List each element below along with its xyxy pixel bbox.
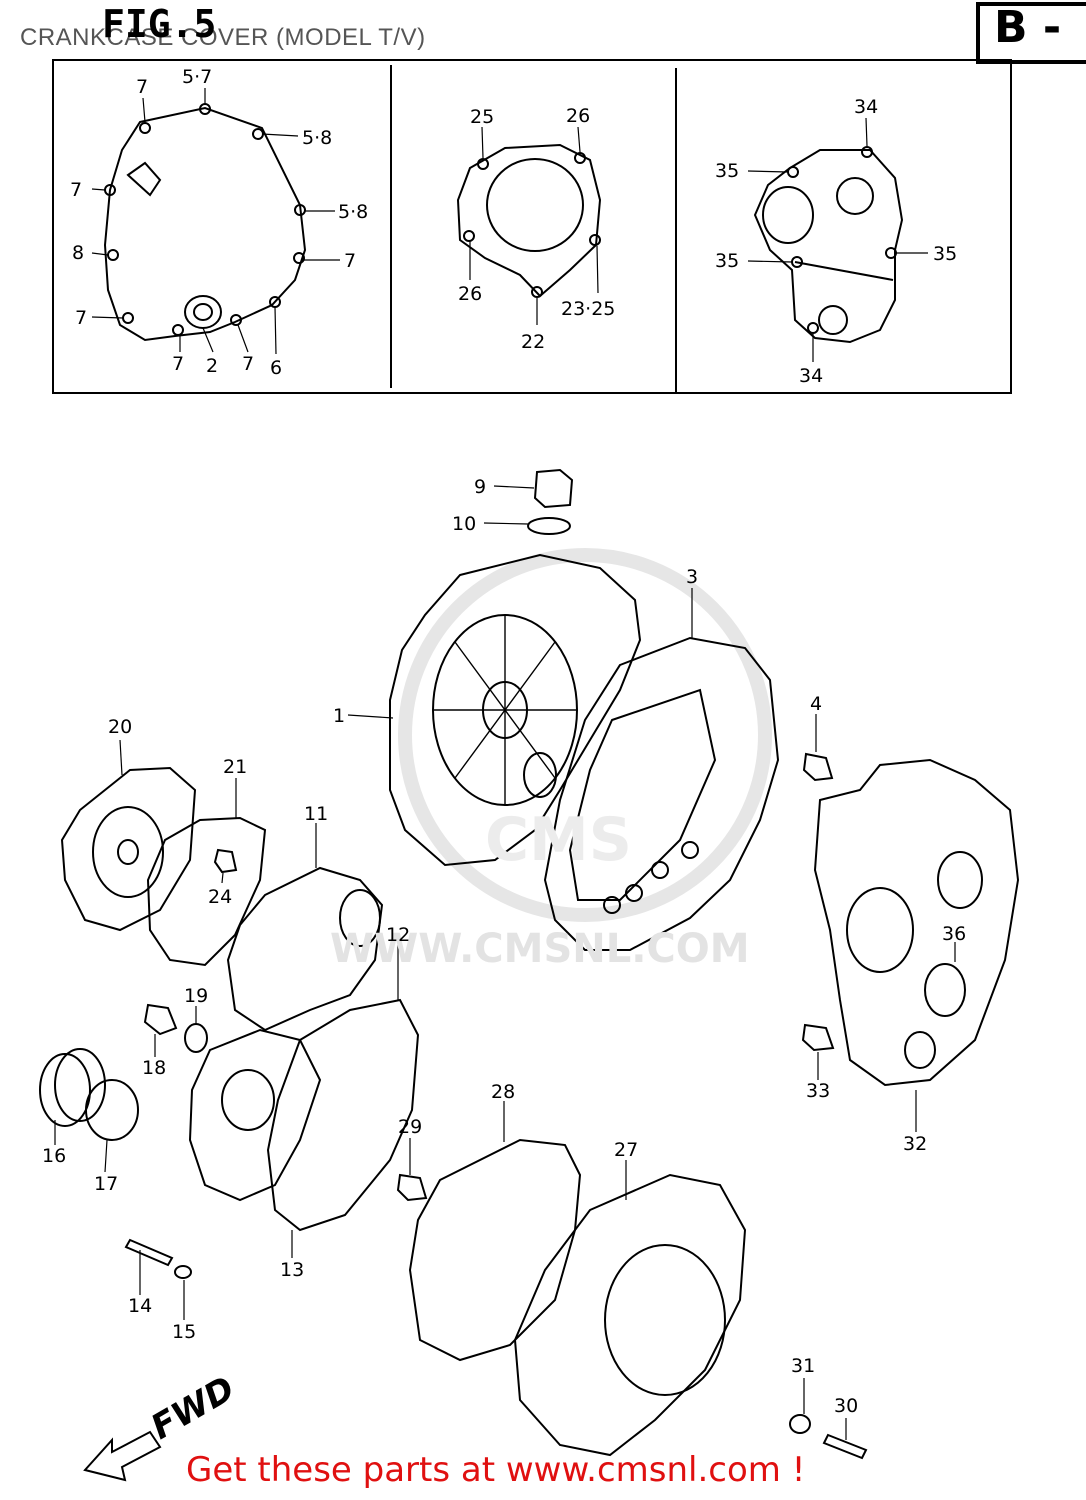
callout: 29 xyxy=(398,1116,422,1138)
part-ring-17 xyxy=(85,1079,139,1141)
part-cap xyxy=(39,1053,91,1127)
part-right-cover xyxy=(813,758,1020,1087)
fwd-label: FWD xyxy=(145,1369,242,1448)
callout: 10 xyxy=(452,513,476,535)
callout: 23·25 xyxy=(561,298,615,320)
callout: 34 xyxy=(854,96,878,118)
callout: 28 xyxy=(491,1081,515,1103)
watermark-logo xyxy=(398,548,772,922)
callout: 11 xyxy=(304,803,328,825)
part-dowel-4 xyxy=(802,752,834,782)
watermark-logo-text: CMS xyxy=(485,805,632,875)
callout: 24 xyxy=(208,886,232,908)
callout: 34 xyxy=(799,365,823,387)
callout: 7 xyxy=(70,179,82,201)
callout: 12 xyxy=(386,924,410,946)
callout: 7 xyxy=(172,353,184,375)
callout: 14 xyxy=(128,1295,152,1317)
part-washer-31 xyxy=(789,1414,811,1434)
callout: 31 xyxy=(791,1355,815,1377)
part-clutch-cover xyxy=(389,553,642,867)
callout: 2 xyxy=(206,355,218,377)
page-title: CRANKCASE COVER (MODEL T/V) xyxy=(20,24,426,51)
inset-right-callouts: 34 35 35 35 34 xyxy=(715,96,957,387)
watermark-text: WWW.CMSNL.COM xyxy=(330,926,750,972)
part-bolt-14 xyxy=(124,1238,174,1267)
callout: 26 xyxy=(458,283,482,305)
part-housing xyxy=(188,1028,322,1202)
callout: 35 xyxy=(715,160,739,182)
callout: 21 xyxy=(223,756,247,778)
callout: 15 xyxy=(172,1321,196,1343)
callout: 20 xyxy=(108,716,132,738)
inset-right-cover xyxy=(753,149,904,344)
callout: 35 xyxy=(933,243,957,265)
inset-small-cover xyxy=(456,143,602,298)
part-bush xyxy=(143,1003,178,1036)
part-washer-15 xyxy=(174,1265,192,1279)
callout: 36 xyxy=(942,923,966,945)
inset-middle-callouts: 25 26 26 22 23·25 xyxy=(458,105,615,353)
figure-number: FIG.5 xyxy=(102,2,217,46)
part-gen-cover xyxy=(513,1173,747,1457)
callout: 22 xyxy=(521,331,545,353)
callout: 19 xyxy=(184,985,208,1007)
part-plug xyxy=(533,468,574,509)
callout: 27 xyxy=(614,1139,638,1161)
callout: 3 xyxy=(686,566,698,588)
callout: 16 xyxy=(42,1145,66,1167)
part-oring xyxy=(527,517,571,535)
part-dowel-33 xyxy=(801,1023,835,1052)
inset-clutch-cover xyxy=(103,106,307,342)
callout: 7 xyxy=(136,76,148,98)
part-pump-body xyxy=(226,866,384,1032)
callout: 33 xyxy=(806,1080,830,1102)
callout: 5·8 xyxy=(302,127,332,149)
inset-frame xyxy=(52,59,1012,394)
callout: 18 xyxy=(142,1057,166,1079)
callout: 25 xyxy=(470,106,494,128)
callout: 26 xyxy=(566,105,590,127)
part-ring-19 xyxy=(184,1023,208,1053)
part-bolt-30 xyxy=(822,1433,868,1460)
callout: 32 xyxy=(903,1133,927,1155)
callout: 5·8 xyxy=(338,201,368,223)
callout: 1 xyxy=(333,705,345,727)
callout: 9 xyxy=(474,476,486,498)
part-pump-cover xyxy=(60,766,197,932)
callout: 5·7 xyxy=(182,66,212,88)
callout: 6 xyxy=(270,357,282,379)
main-callouts: 9 10 3 1 4 20 21 11 24 12 36 19 18 33 16… xyxy=(42,476,966,1417)
callout: 7 xyxy=(75,307,87,329)
part-gasket xyxy=(543,636,780,951)
callout: 7 xyxy=(242,353,254,375)
section-label: B - xyxy=(994,2,1062,53)
callout: 30 xyxy=(834,1395,858,1417)
fwd-arrow xyxy=(83,1430,162,1482)
part-gen-gasket xyxy=(408,1138,582,1362)
callout: 7 xyxy=(344,250,356,272)
callout: 17 xyxy=(94,1173,118,1195)
part-pump-gasket xyxy=(146,816,267,967)
inset-left-callouts: 5·7 7 5·8 7 5·8 8 7 7 7 2 7 6 xyxy=(70,66,368,379)
callout: 4 xyxy=(810,693,822,715)
section-box xyxy=(976,2,1086,64)
callout: 35 xyxy=(715,250,739,272)
footer-link[interactable]: Get these parts at www.cmsnl.com ! xyxy=(186,1450,806,1490)
callout: 13 xyxy=(280,1259,304,1281)
part-dowel-29 xyxy=(396,1173,428,1202)
part-cover-gasket xyxy=(266,998,420,1232)
callout: 8 xyxy=(72,242,84,264)
